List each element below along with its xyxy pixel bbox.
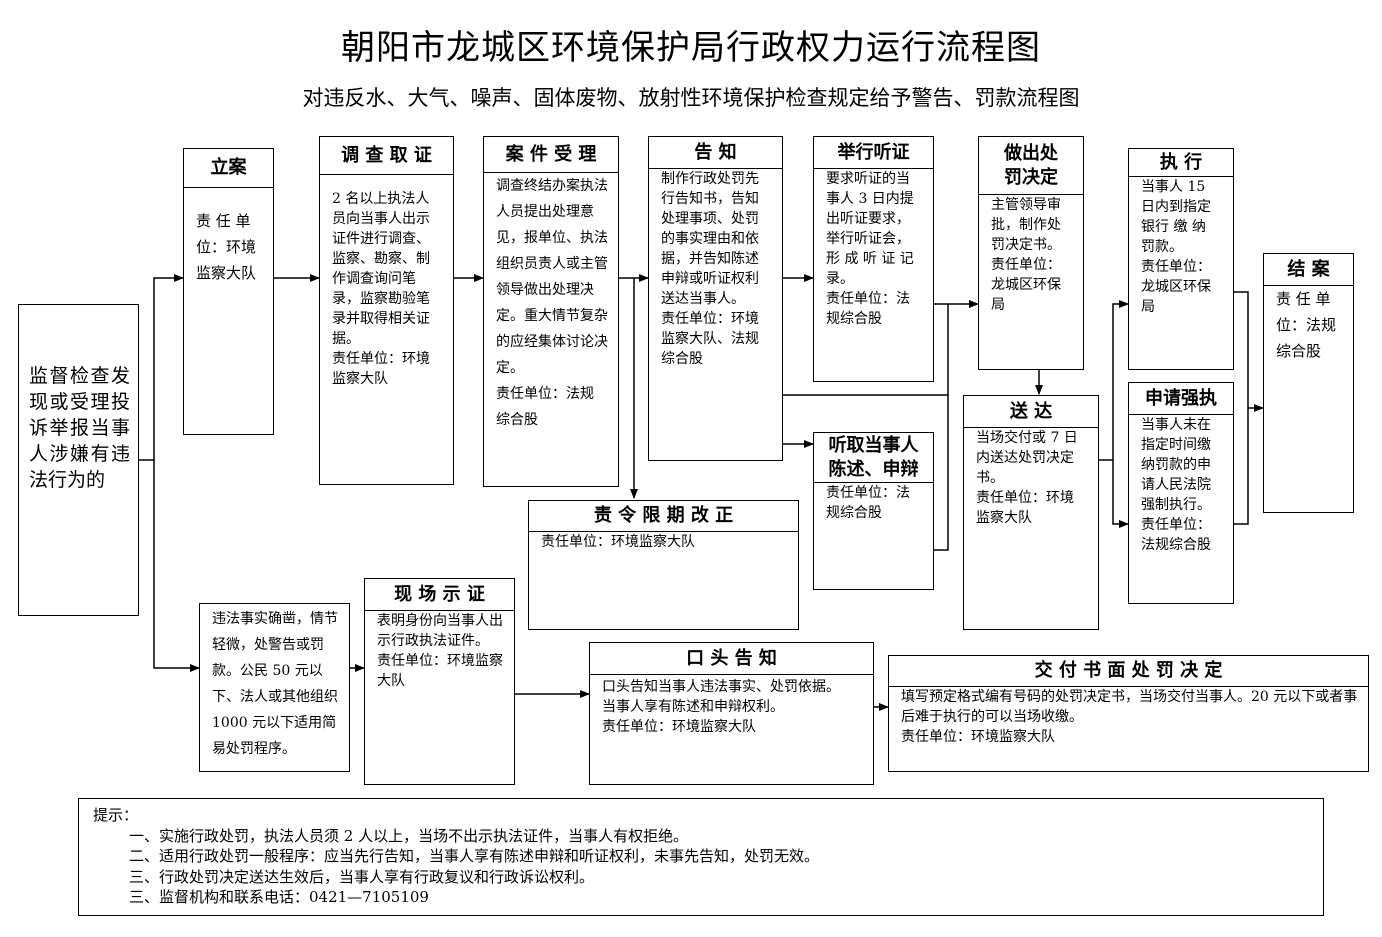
filing-title: 立案 xyxy=(184,149,273,188)
tips-panel: 提示： 一、实施行政处罚，执法人员须 2 人以上，当场不出示执法证件，当事人有权… xyxy=(78,798,1324,916)
decision-title: 做出处 罚决定 xyxy=(979,137,1083,195)
start-box: 监督检查发现或受理投诉举报当事人涉嫌有违法行为的 xyxy=(18,304,139,616)
delivery-title: 送 达 xyxy=(964,396,1098,428)
delivery-text: 当场交付或 7 日内送达处罚决定书。 责任单位：环境 监察大队 xyxy=(976,430,1078,526)
onsite-id-box: 现 场 示 证 表明身份向当事人出示行政执法证件。 责任单位：环境监察大队 xyxy=(364,578,515,785)
close-case-title: 结 案 xyxy=(1264,254,1353,286)
execution-box: 执 行 当事人 15 日内到指定银行 缴 纳 罚款。 责任单位： 龙城区环保 局 xyxy=(1128,148,1234,370)
hearing-title: 举行听证 xyxy=(814,137,933,169)
filing-box: 立案 责 任 单 位：环境 监察大队 xyxy=(183,148,274,435)
summary-procedure-box: 违法事实确凿，情节轻微，处警告或罚款。公民 50 元以下、法人或其他组织 100… xyxy=(199,603,350,772)
close-case-box: 结 案 责 任 单 位：法规 综合股 xyxy=(1263,253,1354,513)
notification-title: 告 知 xyxy=(649,137,782,169)
correction-order-title: 责 令 限 期 改 正 xyxy=(529,501,798,532)
enforcement-title: 申请强执 xyxy=(1129,383,1233,415)
tips-line-2: 二、适用行政处罚一般程序：应当先行告知，当事人享有陈述申辩和听证权利，未事先告知… xyxy=(129,847,820,865)
case-acceptance-text: 调查终结办案执法人员提出处理意见，报单位、执法组织员责人或主管领导做出处理决定。… xyxy=(496,178,608,428)
statement-title: 听取当事人 陈述、申辩 xyxy=(814,433,933,483)
delivery-box: 送 达 当场交付或 7 日内送达处罚决定书。 责任单位：环境 监察大队 xyxy=(963,395,1099,630)
execution-title: 执 行 xyxy=(1129,149,1233,177)
notification-text: 制作行政处罚先行告知书，告知处理事项、处罚的事实理由和依据，并告知陈述申辩或听证… xyxy=(661,171,759,367)
summary-procedure-text: 违法事实确凿，情节轻微，处警告或罚款。公民 50 元以下、法人或其他组织 100… xyxy=(212,611,338,757)
notification-box: 告 知 制作行政处罚先行告知书，告知处理事项、处罚的事实理由和依据，并告知陈述申… xyxy=(648,136,783,461)
hearing-text: 要求听证的当事人 3 日内提出听证要求，举行听证会，形 成 听 证 记录。 责任… xyxy=(826,171,914,327)
arrow-delivery-to-enforcement xyxy=(1112,460,1129,528)
line-enforcement-to-close xyxy=(1234,408,1249,525)
start-text: 监督检查发现或受理投诉举报当事人涉嫌有违法行为的 xyxy=(29,365,130,491)
tips-line-3: 三、行政处罚决定送达生效后，当事人享有行政复议和行政诉讼权利。 xyxy=(129,867,595,886)
case-acceptance-title: 案 件 受 理 xyxy=(484,137,618,173)
page-subtitle: 对违反水、大气、噪声、固体废物、放射性环境保护检查规定给予警告、罚款流程图 xyxy=(302,86,1080,110)
enforcement-text: 当事人未在指定时间缴纳罚款的申请人民法院强制执行。 责任单位： 法规综合股 xyxy=(1141,417,1211,553)
written-decision-text: 填写预定格式编有号码的处罚决定书，当场交付当事人。20 元以下或者事后难于执行的… xyxy=(901,689,1358,745)
line-execution-to-close xyxy=(1234,291,1249,408)
investigation-text: 2 名以上执法人员向当事人出示证件进行调查、监察、勘察、制作调查询问笔录，监察勘… xyxy=(332,191,430,387)
tips-label: 提示： xyxy=(93,806,139,824)
hearing-box: 举行听证 要求听证的当事人 3 日内提出听证要求，举行听证会，形 成 听 证 记… xyxy=(813,136,934,382)
enforcement-box: 申请强执 当事人未在指定时间缴纳罚款的申请人民法院强制执行。 责任单位： 法规综… xyxy=(1128,382,1234,604)
line-statement-to-decision xyxy=(934,395,949,551)
case-acceptance-box: 案 件 受 理 调查终结办案执法人员提出处理意见，报单位、执法组织员责人或主管领… xyxy=(483,136,619,487)
investigation-box: 调 查 取 证 2 名以上执法人员向当事人出示证件进行调查、监察、勘察、制作调查… xyxy=(319,136,454,485)
statement-box: 听取当事人 陈述、申辩 责任单位：法 规综合股 xyxy=(813,432,934,590)
tips-line-1: 一、实施行政处罚，执法人员须 2 人以上，当场不出示执法证件，当事人有权拒绝。 xyxy=(129,826,689,845)
statement-text: 责任单位：法 规综合股 xyxy=(826,485,910,521)
page-title: 朝阳市龙城区环境保护局行政权力运行流程图 xyxy=(341,28,1041,68)
correction-order-text: 责任单位：环境监察大队 xyxy=(541,534,695,550)
execution-text: 当事人 15 日内到指定银行 缴 纳 罚款。 责任单位： 龙城区环保 局 xyxy=(1141,179,1211,315)
verbal-notice-text: 口头告知当事人违法事实、处罚依据。 当事人享有陈述和申辩权利。 责任单位：环境监… xyxy=(602,679,840,735)
arrow-start-to-filing xyxy=(139,274,184,461)
verbal-notice-box: 口 头 告 知 口头告知当事人违法事实、处罚依据。 当事人享有陈述和申辩权利。 … xyxy=(589,642,874,785)
decision-box: 做出处 罚决定 主管领导审批，制作处罚决定书。 责任单位： 龙城区环保 局 xyxy=(978,136,1084,370)
close-case-text: 责 任 单 位：法规 综合股 xyxy=(1276,290,1337,360)
onsite-id-text: 表明身份向当事人出示行政执法证件。 责任单位：环境监察大队 xyxy=(377,613,503,689)
decision-text: 主管领导审批，制作处罚决定书。 责任单位： 龙城区环保 局 xyxy=(991,197,1061,313)
tips-line-4: 三、监督机构和联系电话：0421—7105109 xyxy=(129,888,429,906)
investigation-title: 调 查 取 证 xyxy=(320,137,453,175)
written-decision-box: 交 付 书 面 处 罚 决 定 填写预定格式编有号码的处罚决定书，当场交付当事人… xyxy=(888,655,1369,772)
arrow-start-to-summary xyxy=(153,460,200,672)
line-notification-to-decision xyxy=(783,304,949,396)
filing-text: 责 任 单 位：环境 监察大队 xyxy=(196,212,257,282)
verbal-notice-title: 口 头 告 知 xyxy=(590,643,873,675)
correction-order-box: 责 令 限 期 改 正 责任单位：环境监察大队 xyxy=(528,500,799,630)
written-decision-title: 交 付 书 面 处 罚 决 定 xyxy=(889,656,1368,687)
arrow-delivery-to-execution xyxy=(1112,300,1129,460)
onsite-id-title: 现 场 示 证 xyxy=(365,579,514,611)
